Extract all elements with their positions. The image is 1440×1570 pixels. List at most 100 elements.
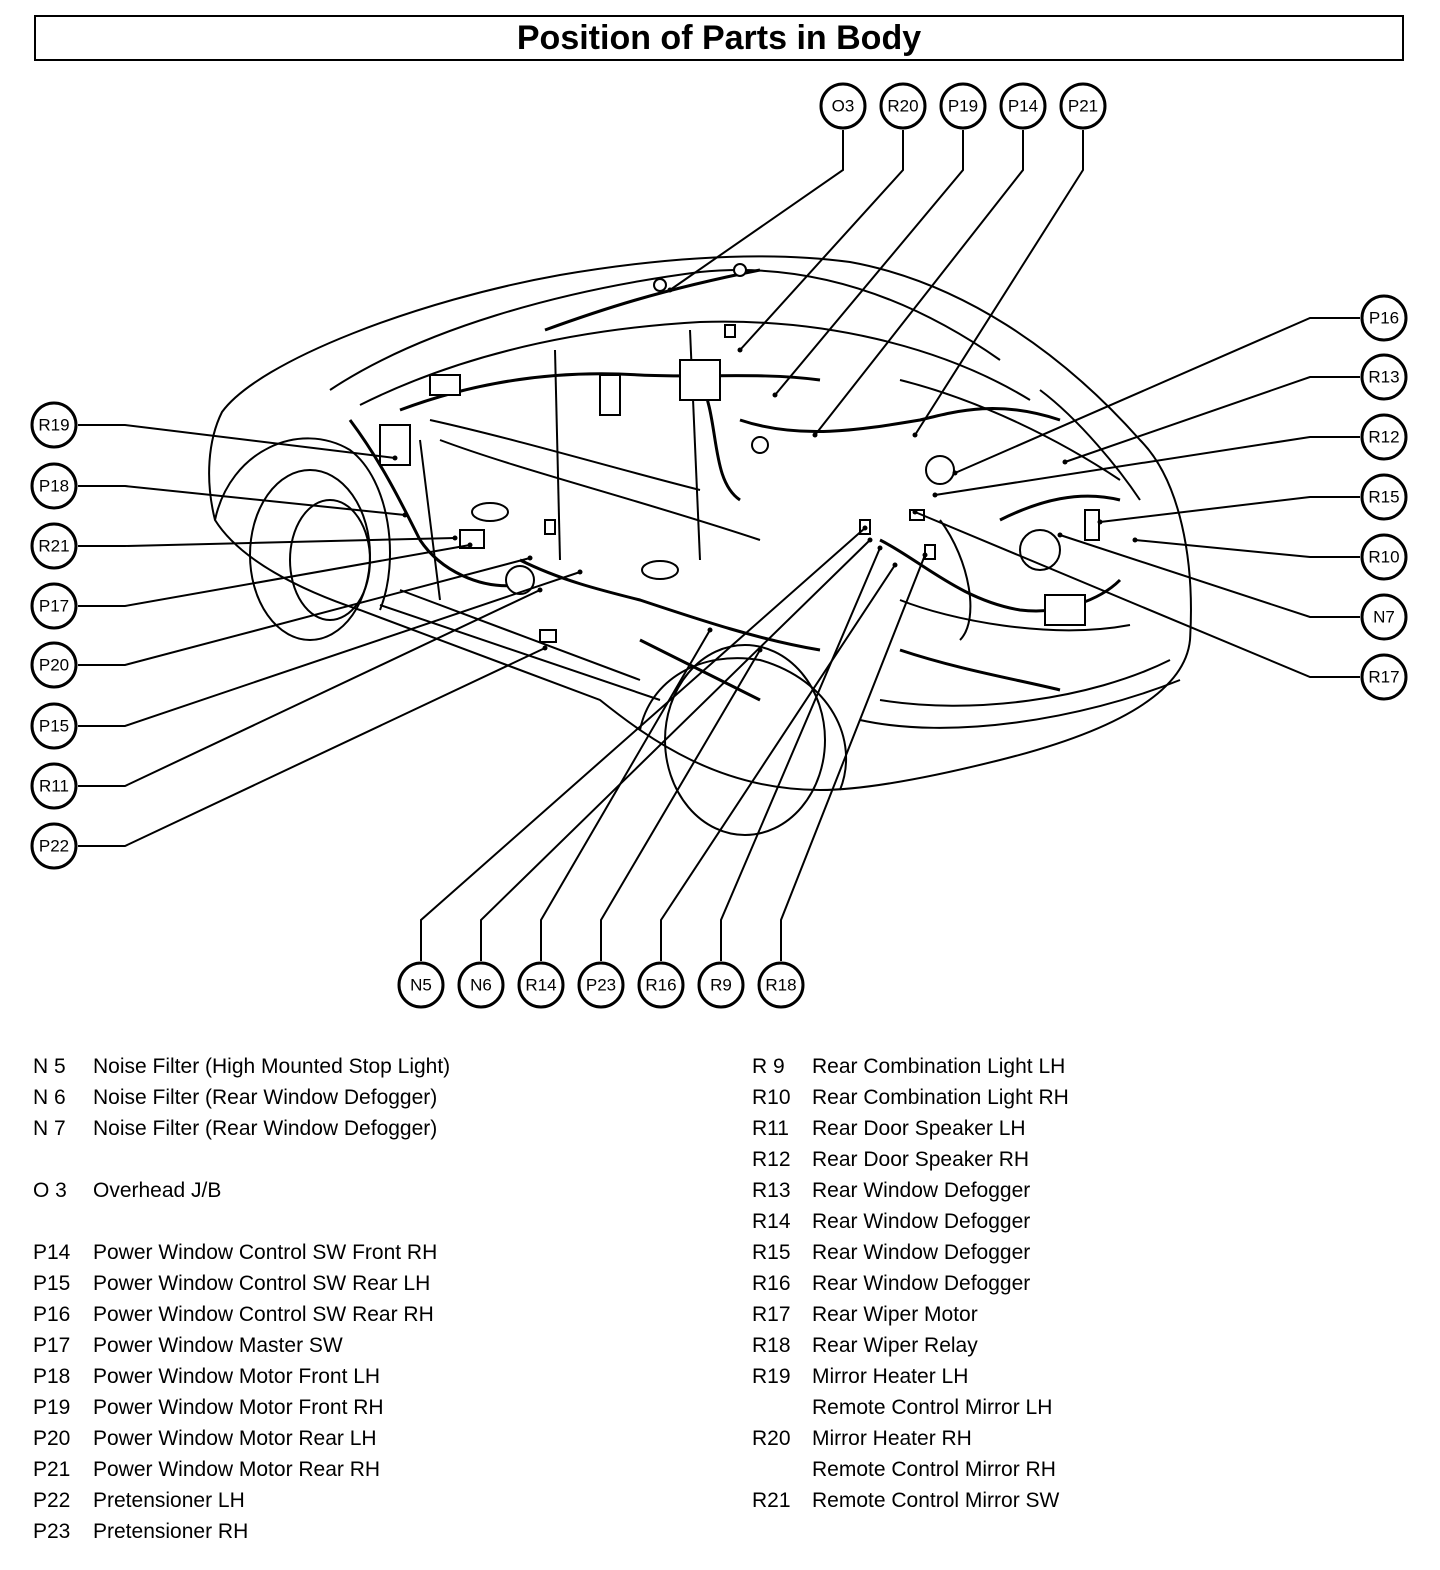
legend-description: Noise Filter (Rear Window Defogger) xyxy=(93,1117,438,1140)
legend-description: Remote Control Mirror RH xyxy=(812,1458,1056,1481)
leader-end-p16 xyxy=(952,470,958,476)
legend-code: P20 xyxy=(33,1427,71,1450)
callout-circle xyxy=(1360,353,1408,401)
leader-end-n6 xyxy=(867,537,873,543)
leader-end-r11 xyxy=(537,587,543,593)
leader-end-r10 xyxy=(1132,537,1138,543)
legend-code: N 7 xyxy=(33,1117,66,1140)
callout-circle xyxy=(819,82,867,130)
legend-description: Power Window Control SW Rear LH xyxy=(93,1272,431,1295)
legend-description: Rear Wiper Motor xyxy=(812,1303,978,1326)
callout-label: O3 xyxy=(832,97,855,116)
callout-label: R19 xyxy=(38,416,69,435)
leader-line-r9 xyxy=(720,547,881,961)
callout-label: R13 xyxy=(1368,368,1399,387)
leader-line-p16 xyxy=(954,317,1360,474)
callout-circle xyxy=(1360,653,1408,701)
legend-description: Noise Filter (Rear Window Defogger) xyxy=(93,1086,438,1109)
callout-p19: P19 xyxy=(939,82,987,130)
callout-r10: R10 xyxy=(1360,533,1408,581)
callout-label: P19 xyxy=(948,97,978,116)
legend-code: P16 xyxy=(33,1303,71,1326)
callout-label: P21 xyxy=(1068,97,1098,116)
legend-code: R10 xyxy=(752,1086,791,1109)
leader-end-p22 xyxy=(542,645,548,651)
legend-code: P22 xyxy=(33,1489,71,1512)
connectors xyxy=(379,263,1100,643)
leader-end-n7 xyxy=(1057,532,1063,538)
callout-circle xyxy=(1360,473,1408,521)
legend-description: Mirror Heater LH xyxy=(812,1365,969,1388)
callout-circle xyxy=(30,582,78,630)
callout-r15: R15 xyxy=(1360,473,1408,521)
legend-description: Pretensioner RH xyxy=(93,1520,249,1543)
callout-label: P14 xyxy=(1008,97,1038,116)
callout-r14: R14 xyxy=(517,961,565,1009)
leader-end-r17 xyxy=(912,509,918,515)
callout-circle xyxy=(30,822,78,870)
leader-lines xyxy=(78,130,1360,961)
callout-p20: P20 xyxy=(30,641,78,689)
callout-label: P17 xyxy=(39,597,69,616)
callout-circle xyxy=(397,961,445,1009)
callout-r21: R21 xyxy=(30,522,78,570)
legend-description: Rear Combination Light LH xyxy=(812,1055,1066,1078)
legend-code: P15 xyxy=(33,1272,71,1295)
callout-circle xyxy=(30,702,78,750)
leader-line-p18 xyxy=(78,485,406,516)
callout-circle xyxy=(1360,533,1408,581)
page-title: Position of Parts in Body xyxy=(516,18,922,57)
leader-end-p20 xyxy=(527,555,533,561)
callout-label: R17 xyxy=(1368,668,1399,687)
callout-r17: R17 xyxy=(1360,653,1408,701)
callout-r19: R19 xyxy=(30,401,78,449)
callout-label: R18 xyxy=(765,976,796,995)
legend-description: Power Window Motor Front RH xyxy=(93,1396,384,1419)
leader-line-p20 xyxy=(78,557,531,666)
leader-end-o3 xyxy=(667,287,673,293)
callout-p14: P14 xyxy=(999,82,1047,130)
legend-description: Rear Window Defogger xyxy=(812,1210,1031,1233)
legend-code: O 3 xyxy=(33,1179,67,1202)
callout-p18: P18 xyxy=(30,462,78,510)
legend-code: P14 xyxy=(33,1241,71,1264)
legend-code: R16 xyxy=(752,1272,791,1295)
leader-end-p21 xyxy=(912,432,918,438)
callout-p15: P15 xyxy=(30,702,78,750)
callout-label: R21 xyxy=(38,537,69,556)
leader-end-r19 xyxy=(392,455,398,461)
callout-label: P18 xyxy=(39,477,69,496)
callout-label: R16 xyxy=(645,976,676,995)
legend-description: Pretensioner LH xyxy=(93,1489,245,1512)
legend-code: R20 xyxy=(752,1427,791,1450)
legend-description: Rear Wiper Relay xyxy=(812,1334,978,1357)
callout-r18: R18 xyxy=(757,961,805,1009)
legend-code: N 6 xyxy=(33,1086,66,1109)
legend-description: Power Window Control SW Front RH xyxy=(93,1241,438,1264)
leader-end-r18 xyxy=(922,552,928,558)
callout-circle xyxy=(577,961,625,1009)
legend-description: Rear Window Defogger xyxy=(812,1241,1031,1264)
legend-code: R12 xyxy=(752,1148,791,1171)
legend-code: P23 xyxy=(33,1520,71,1543)
title-box: Position of Parts in Body xyxy=(34,15,1404,61)
leader-line-p22 xyxy=(78,647,546,847)
legend-description: Overhead J/B xyxy=(93,1179,222,1202)
legend-code: R17 xyxy=(752,1303,791,1326)
callout-circle xyxy=(30,641,78,689)
callout-label: R14 xyxy=(525,976,556,995)
callout-circle xyxy=(999,82,1047,130)
callout-r9: R9 xyxy=(697,961,745,1009)
leader-end-r15 xyxy=(1097,519,1103,525)
leader-end-r16 xyxy=(892,562,898,568)
callout-circle xyxy=(1360,294,1408,342)
leader-line-r11 xyxy=(78,589,541,787)
legend-code: N 5 xyxy=(33,1055,66,1078)
leader-end-r20 xyxy=(737,347,743,353)
callout-label: N6 xyxy=(470,976,492,995)
legend-description: Power Window Motor Front LH xyxy=(93,1365,381,1388)
leader-end-p23 xyxy=(757,647,763,653)
legend-description: Rear Combination Light RH xyxy=(812,1086,1069,1109)
leader-line-r15 xyxy=(1099,496,1360,523)
